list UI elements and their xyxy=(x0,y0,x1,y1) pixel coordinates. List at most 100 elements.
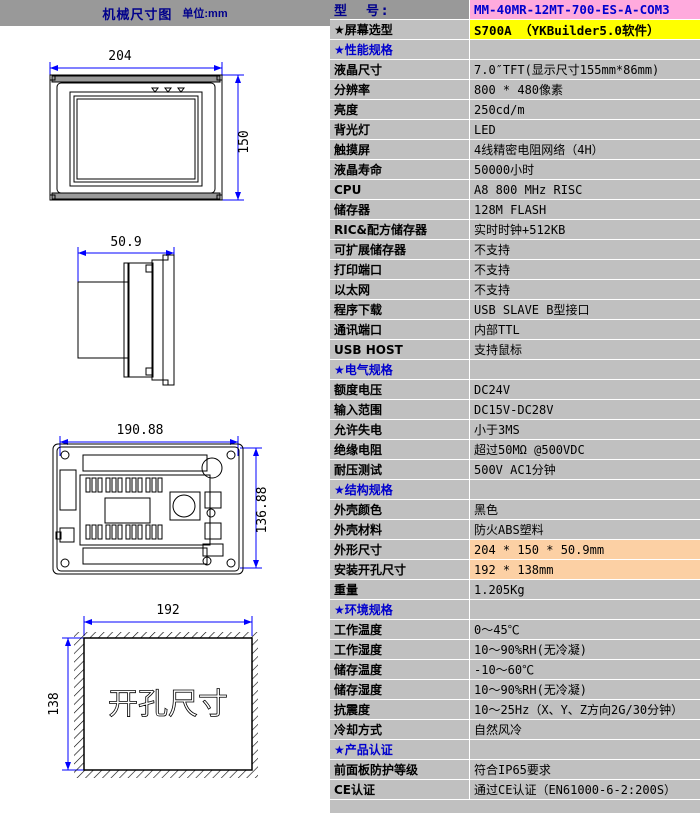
spec-label: 冷却方式 xyxy=(330,719,470,740)
spec-label: 通讯端口 xyxy=(330,319,470,340)
spec-label: CE认证 xyxy=(330,779,470,800)
table-row: 冷却方式自然风冷 xyxy=(330,719,700,740)
spec-label: 抗震度 xyxy=(330,699,470,720)
spec-value xyxy=(469,599,700,620)
spec-label: 打印端口 xyxy=(330,259,470,280)
front-width-value: 204 xyxy=(108,49,132,64)
spec-value: 内部TTL xyxy=(469,319,700,340)
cutout-panel: 开孔尺寸 xyxy=(74,632,258,778)
spec-label: ★电气规格 xyxy=(330,359,470,380)
spec-label: 背光灯 xyxy=(330,119,470,140)
spec-value: 800 * 480像素 xyxy=(469,79,700,100)
spec-label: 前面板防护等级 xyxy=(330,759,470,780)
spec-label: USB HOST xyxy=(330,339,470,360)
cutout-height-value: 138 xyxy=(47,692,62,715)
spec-label: 输入范围 xyxy=(330,399,470,420)
spec-value: 500V AC1分钟 xyxy=(469,459,700,480)
spec-value: DC24V xyxy=(469,379,700,400)
table-row: ★性能规格 xyxy=(330,39,700,60)
spec-value: 黑色 xyxy=(469,499,700,520)
spec-label: 以太网 xyxy=(330,279,470,300)
spec-value: A8 800 MHz RISC xyxy=(469,179,700,200)
spec-value xyxy=(469,359,700,380)
spec-label: ★环境规格 xyxy=(330,599,470,620)
spec-label: 额度电压 xyxy=(330,379,470,400)
front-width-dimension: 204 xyxy=(49,49,223,82)
table-row: RIC&配方储存器实时时钟+512KB xyxy=(330,219,700,240)
spec-value: 不支持 xyxy=(469,279,700,300)
spec-value: 防火ABS塑料 xyxy=(469,519,700,540)
spec-value: S700A （YKBuilder5.0软件） xyxy=(469,19,700,40)
side-depth-dimension: 50.9 xyxy=(77,235,175,283)
spec-value: 10～90%RH(无冷凝) xyxy=(469,679,700,700)
spec-label: 液晶寿命 xyxy=(330,159,470,180)
drawing-panel-header: 机械尺寸图 单位:mm xyxy=(0,0,330,27)
terminal-pins-bottom xyxy=(85,524,163,540)
led-indicators xyxy=(151,87,185,93)
spec-label: 绝缘电阻 xyxy=(330,439,470,460)
table-row: 外壳材料防火ABS塑料 xyxy=(330,519,700,540)
table-row: 通讯端口内部TTL xyxy=(330,319,700,340)
front-height-value: 150 xyxy=(237,130,252,153)
side-view-body xyxy=(77,254,175,386)
table-row: 储存温度-10～60℃ xyxy=(330,659,700,680)
spec-value: 250cd/m xyxy=(469,99,700,120)
table-row: 以太网不支持 xyxy=(330,279,700,300)
cutout-view-drawing: 192 138 开孔尺寸 xyxy=(0,600,330,800)
spec-value xyxy=(469,39,700,60)
spec-label: 程序下载 xyxy=(330,299,470,320)
rear-height-value: 136.88 xyxy=(255,487,270,534)
spec-label: 储存器 xyxy=(330,199,470,220)
table-row: CE认证通过CE认证（EN61000-6-2:200S） xyxy=(330,779,700,800)
spec-label: 安装开孔尺寸 xyxy=(330,559,470,580)
rear-width-dimension: 190.88 xyxy=(59,423,239,456)
spec-value: -10～60℃ xyxy=(469,659,700,680)
spec-value: 128M FLASH xyxy=(469,199,700,220)
cutout-width-value: 192 xyxy=(156,603,179,618)
spec-value: LED xyxy=(469,119,700,140)
table-row: 打印端口不支持 xyxy=(330,259,700,280)
side-view-drawing: 50.9 xyxy=(0,225,330,400)
table-row: ★电气规格 xyxy=(330,359,700,380)
rear-view-drawing: 190.88 136.88 xyxy=(0,420,330,605)
spec-label: 可扩展储存器 xyxy=(330,239,470,260)
spec-label: 分辨率 xyxy=(330,79,470,100)
spec-value xyxy=(469,739,700,760)
spec-label: 重量 xyxy=(330,579,470,600)
spec-value: DC15V-DC28V xyxy=(469,399,700,420)
terminal-pins-top xyxy=(85,477,163,493)
spec-value: 通过CE认证（EN61000-6-2:200S） xyxy=(469,779,700,800)
spec-label: 外壳材料 xyxy=(330,519,470,540)
spec-label: 储存温度 xyxy=(330,659,470,680)
drawing-unit-label: 单位:mm xyxy=(182,8,228,20)
spec-value: 204 * 150 * 50.9mm xyxy=(469,539,700,560)
spec-value: 192 * 138mm xyxy=(469,559,700,580)
front-height-dimension: 150 xyxy=(222,74,252,201)
front-view-drawing: 204 150 xyxy=(0,30,330,220)
cutout-height-dimension: 138 xyxy=(47,637,86,771)
rear-width-value: 190.88 xyxy=(117,423,164,438)
spec-value: 支持鼠标 xyxy=(469,339,700,360)
spec-label: CPU xyxy=(330,179,470,200)
spec-value: 0～45℃ xyxy=(469,619,700,640)
spec-value: USB SLAVE B型接口 xyxy=(469,299,700,320)
side-depth-value: 50.9 xyxy=(110,235,141,250)
